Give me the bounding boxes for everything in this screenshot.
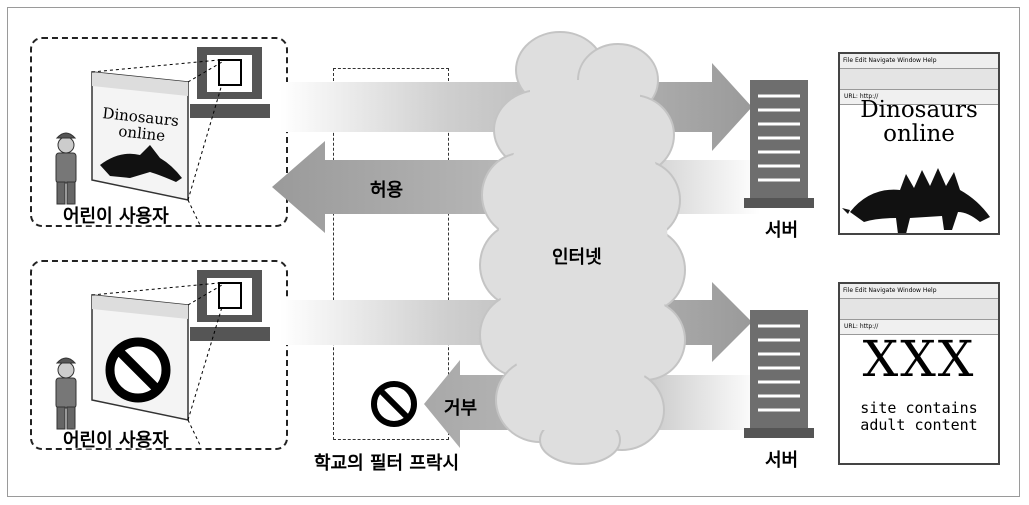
site-title-line2: online — [883, 121, 955, 147]
proxy-label: 학교의 필터 프락시 — [314, 453, 460, 474]
blocked-big-text: XXX — [862, 330, 976, 388]
server-label-top: 서버 — [765, 220, 799, 241]
browser-toolbar — [840, 69, 998, 90]
browser-menu-bar: File Edit Navigate Window Help — [840, 54, 998, 69]
no-entry-icon-thumbnail — [105, 337, 171, 403]
internet-label: 인터넷 — [552, 247, 602, 268]
stegosaurus-image — [842, 168, 990, 233]
client-box-bottom — [30, 260, 288, 450]
client-label-bottom: 어린이 사용자 — [63, 430, 169, 451]
allow-label: 허용 — [370, 180, 404, 201]
svg-text:online: online — [118, 122, 167, 145]
client-label-top: 어린이 사용자 — [63, 206, 169, 227]
browser-menu-bar: File Edit Navigate Window Help — [840, 284, 998, 299]
blocked-message-line2: adult content — [860, 416, 978, 434]
browser-url-bar: URL: http:// — [840, 320, 998, 335]
proxy-box — [333, 68, 449, 440]
browser-window-dinosaurs: File Edit Navigate Window Help URL: http… — [838, 52, 1000, 235]
diagram-frame — [7, 7, 1020, 497]
computer-icon-top — [190, 47, 270, 118]
server-icon-top — [744, 80, 814, 208]
child-user-icon-top — [55, 132, 77, 205]
browser-window-blocked: File Edit Navigate Window Help URL: http… — [838, 282, 1000, 465]
server-label-bottom: 서버 — [765, 450, 799, 471]
browser-url-bar: URL: http:// — [840, 90, 998, 105]
blocked-message-line1: site contains — [860, 399, 978, 417]
server-icon-bottom — [744, 310, 814, 438]
browser-toolbar — [840, 299, 998, 320]
no-entry-icon-proxy — [371, 381, 417, 427]
computer-icon-bottom — [190, 270, 270, 341]
site-title-line1: Dinosaurs — [860, 97, 978, 123]
child-user-icon-bottom — [55, 357, 77, 430]
deny-label: 거부 — [444, 398, 478, 419]
thumbnail-browser-top: Dinosaurs online — [91, 59, 223, 226]
